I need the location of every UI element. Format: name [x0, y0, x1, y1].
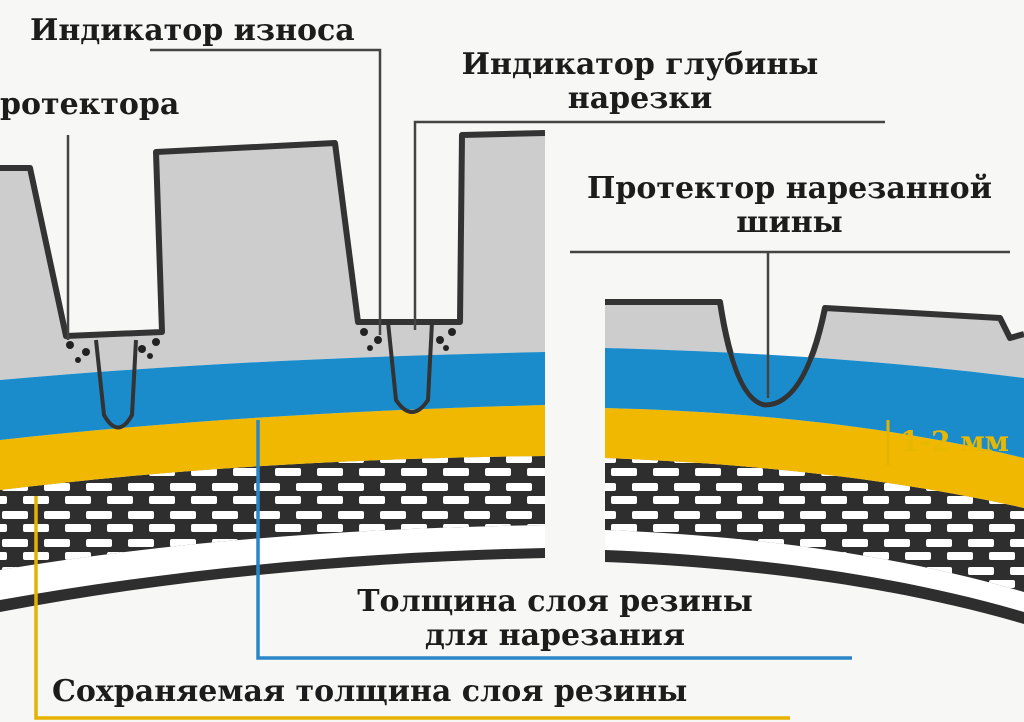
cut-layer-label: Толщина слоя резины для нарезания [320, 585, 790, 653]
wear-indicator-leader [150, 48, 382, 335]
preserved-layer-bracket [34, 496, 790, 720]
preserved-layer-label: Сохраняемая толщина слоя резины [52, 674, 688, 709]
depth-indicator-leader [413, 120, 885, 330]
left-lower-black-band [0, 548, 545, 612]
regrooved-tread-label: Протектор нарезанной шины [562, 172, 1017, 240]
right-inner-white-band [605, 530, 1024, 612]
right-yellow-layer [605, 408, 1024, 508]
left-tread-blocks [0, 133, 545, 380]
groove-2-indicator [386, 321, 434, 414]
tread-label: ротектора [0, 87, 180, 122]
groove-1-indicator [94, 339, 138, 430]
depth-indicator-line1: Индикатор глубины [461, 47, 819, 82]
cut-layer-line1: Толщина слоя резины [357, 584, 753, 619]
regrooved-tread-line1: Протектор нарезанной [587, 171, 992, 206]
cut-layer-bracket [256, 420, 852, 660]
right-lower-black-band [605, 550, 1024, 624]
wear-indicator-label: Индикатор износа [30, 13, 355, 48]
left-tread-outline [0, 130, 545, 339]
mm-label: 1-2 мм [900, 425, 1009, 458]
regrooved-groove-outline [717, 301, 828, 408]
regrooved-tire-section [605, 299, 1024, 624]
right-cord-pattern [605, 458, 1024, 592]
depth-indicator-label: Индикатор глубины нарезки [445, 48, 835, 116]
left-cord-pattern [0, 456, 545, 570]
left-inner-white-band [0, 525, 545, 600]
indicator-dots [66, 328, 456, 363]
depth-indicator-line2: нарезки [567, 81, 713, 116]
right-blue-layer [605, 348, 1024, 458]
cut-layer-line2: для нарезания [424, 618, 686, 653]
left-blue-layer [0, 352, 545, 440]
new-tire-section [0, 130, 545, 612]
regrooved-tread-line2: шины [736, 205, 843, 240]
left-yellow-layer [0, 405, 545, 490]
leader-lines [66, 48, 1010, 398]
